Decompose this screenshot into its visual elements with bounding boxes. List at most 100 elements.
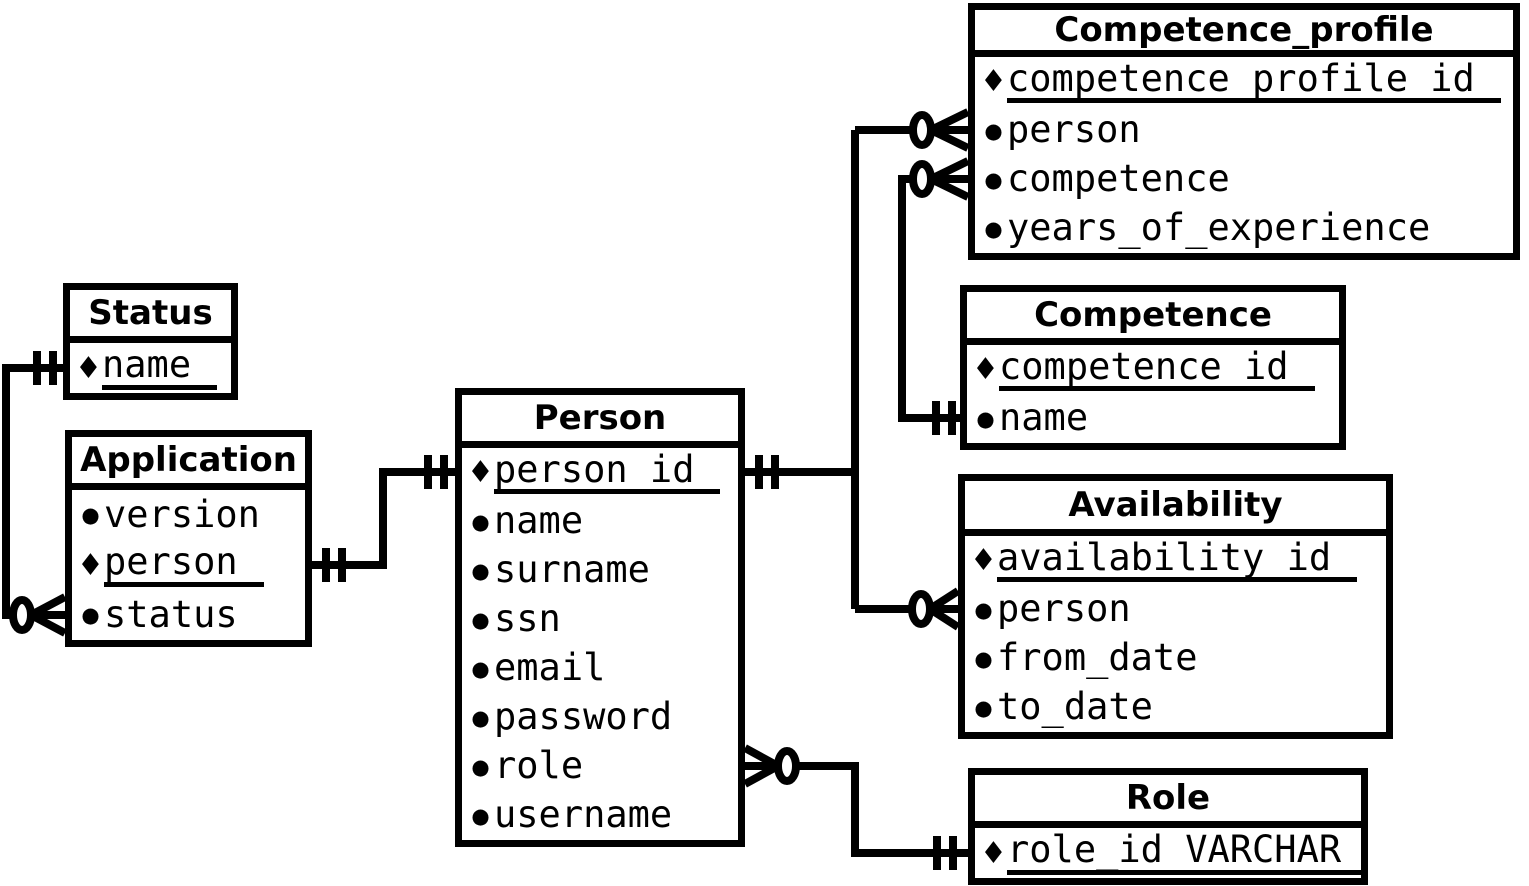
field-name: role_id VARCHAR [1007, 830, 1368, 875]
entity-fields: ♦ competence_profile_id ● person ● compe… [975, 57, 1513, 253]
field-row: ● email [462, 644, 738, 693]
entity-person: Person ♦ person_id ● name ● surname ● ss… [455, 388, 745, 847]
field-row: ● person [975, 106, 1513, 155]
field-row: ● name [462, 497, 738, 546]
relationship-status-application [2, 351, 67, 637]
entity-fields: ● version ♦ person ● status [72, 490, 305, 640]
relationship-person-role [743, 744, 968, 870]
field-row: ● competence [975, 155, 1513, 204]
field-name: status [104, 592, 238, 636]
field-name: email [494, 646, 606, 690]
entity-application: Application ● version ♦ person ● status [65, 430, 312, 647]
attribute-dot-icon: ● [471, 558, 490, 583]
attribute-dot-icon: ● [984, 167, 1003, 192]
attribute-dot-icon: ● [81, 603, 100, 627]
key-diamond-icon: ♦ [980, 835, 1007, 871]
zero-cardinality-circle-icon [9, 596, 35, 634]
zero-cardinality-circle-icon [909, 160, 935, 198]
field-row: ♦ role_id VARCHAR [975, 828, 1368, 878]
field-row: ● version [72, 490, 305, 540]
zero-cardinality-circle-icon [908, 590, 934, 628]
relationship-line [898, 175, 960, 422]
field-row: ● status [72, 590, 305, 640]
field-row: ♦ person_id [462, 448, 738, 497]
attribute-dot-icon: ● [974, 695, 993, 720]
many-crowfoot-icon [929, 108, 970, 152]
attribute-dot-icon: ● [81, 503, 100, 527]
field-row: ♦ person [72, 540, 305, 590]
field-name: name [494, 499, 584, 543]
many-crowfoot-icon [927, 587, 961, 631]
key-diamond-icon: ♦ [75, 350, 102, 386]
field-row: ♦ competence_id [967, 345, 1339, 394]
entity-title: Application [72, 437, 305, 490]
field-row: ● surname [462, 546, 738, 595]
field-row: ♦ name [70, 343, 231, 393]
entity-availability: Availability ♦ availability_id ● person … [958, 474, 1393, 739]
relationship-line [796, 762, 968, 857]
field-row: ● ssn [462, 595, 738, 644]
key-diamond-icon: ♦ [972, 352, 999, 387]
relationship-application-person [312, 455, 455, 582]
field-row: ● username [462, 791, 738, 840]
entity-fields: ♦ role_id VARCHAR [975, 828, 1368, 878]
attribute-dot-icon: ● [471, 509, 490, 534]
attribute-dot-icon: ● [471, 754, 490, 779]
entity-competence-profile: Competence_profile ♦ competence_profile_… [968, 3, 1520, 260]
field-row: ● to_date [965, 683, 1386, 732]
field-name: competence [1007, 157, 1230, 201]
entity-title: Competence [967, 292, 1339, 345]
field-name: password [494, 695, 673, 739]
field-name: availability_id [997, 538, 1358, 583]
many-crowfoot-icon [743, 744, 780, 788]
entity-title: Competence_profile [975, 10, 1513, 57]
field-name: from_date [997, 636, 1198, 680]
one-cardinality-ticks [33, 351, 57, 385]
entity-title: Availability [965, 481, 1386, 536]
field-name: name [102, 345, 218, 390]
entity-fields: ♦ name [70, 343, 231, 393]
field-name: role [494, 744, 584, 788]
field-name: years_of_experience [1007, 206, 1431, 250]
field-name: competence_profile_id [1007, 59, 1501, 104]
field-row: ● password [462, 693, 738, 742]
one-cardinality-ticks [322, 455, 448, 582]
field-row: ● years_of_experience [975, 204, 1513, 253]
entity-competence: Competence ♦ competence_id ● name [960, 285, 1346, 450]
attribute-dot-icon: ● [976, 406, 995, 431]
field-name: ssn [494, 597, 561, 641]
field-row: ♦ competence_profile_id [975, 57, 1513, 106]
attribute-dot-icon: ● [471, 656, 490, 681]
attribute-dot-icon: ● [471, 705, 490, 730]
key-diamond-icon: ♦ [467, 455, 494, 490]
field-name: person [104, 542, 264, 587]
field-name: person [1007, 108, 1141, 152]
attribute-dot-icon: ● [471, 607, 490, 632]
attribute-dot-icon: ● [471, 803, 490, 828]
entity-title: Status [70, 290, 231, 343]
many-crowfoot-icon [929, 157, 970, 201]
entity-fields: ♦ competence_id ● name [967, 345, 1339, 443]
entity-title: Person [462, 395, 738, 448]
entity-role: Role ♦ role_id VARCHAR [968, 768, 1368, 885]
entity-status: Status ♦ name [63, 283, 238, 400]
key-diamond-icon: ♦ [77, 547, 104, 583]
one-cardinality-ticks [933, 836, 957, 870]
one-cardinality-ticks [755, 455, 779, 489]
field-name: version [104, 492, 260, 536]
field-row: ● from_date [965, 634, 1386, 683]
key-diamond-icon: ♦ [980, 64, 1007, 99]
relationship-competence-competenceprofile [898, 157, 970, 435]
field-name: name [999, 396, 1089, 440]
field-name: to_date [997, 685, 1153, 729]
field-row: ● person [965, 585, 1386, 634]
relationship-line [312, 468, 455, 569]
field-name: person_id [494, 450, 721, 495]
attribute-dot-icon: ● [984, 216, 1003, 241]
field-name: person [997, 587, 1131, 631]
attribute-dot-icon: ● [974, 597, 993, 622]
field-name: competence_id [999, 347, 1315, 392]
many-crowfoot-icon [29, 593, 67, 637]
relationship-line [2, 364, 63, 619]
